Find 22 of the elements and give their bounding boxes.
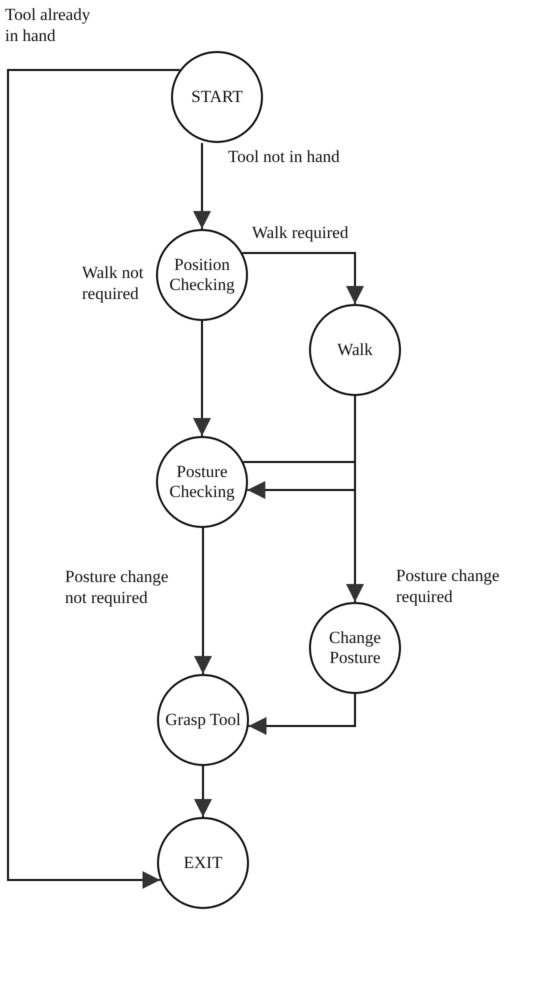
state-label: Walk: [337, 340, 373, 360]
state-label: START: [191, 86, 243, 108]
edge-label: Posture change not required: [65, 566, 170, 608]
state-label: Posture Checking: [168, 462, 236, 502]
arrow: [193, 143, 211, 229]
state-label: Change Posture: [328, 628, 382, 668]
arrow: [242, 252, 364, 304]
edge-label: Walk not required: [82, 262, 144, 304]
arrow: [194, 528, 212, 674]
state-label: EXIT: [184, 852, 222, 874]
arrow: [248, 694, 356, 735]
edge-label: Tool not in hand: [228, 146, 341, 168]
edge-label: Walk required: [252, 222, 350, 244]
arrow: [7, 69, 180, 889]
edge-label: Posture change required: [396, 565, 500, 608]
state-label: Grasp Tool: [165, 710, 241, 730]
arrow: [193, 321, 211, 436]
arrow: [194, 766, 212, 817]
state-label: Position Checking: [168, 254, 236, 296]
arrow: [247, 396, 356, 499]
arrow: [243, 461, 364, 602]
edge-label: Tool already in hand: [5, 4, 92, 46]
